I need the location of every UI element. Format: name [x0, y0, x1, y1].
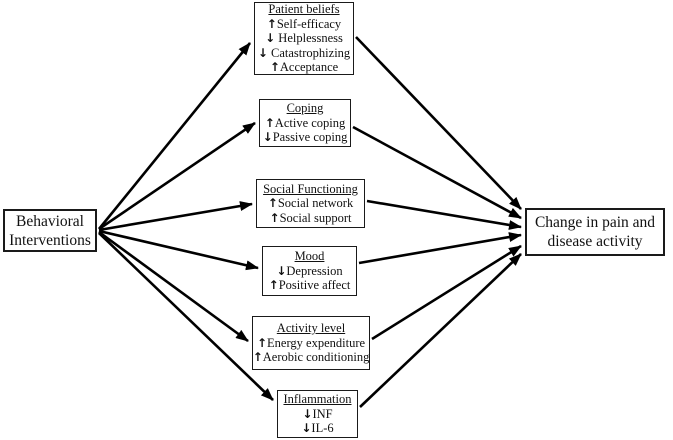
- mediator-item-label: Helplessness: [275, 31, 343, 46]
- mediator-title: Social Functioning: [263, 181, 358, 196]
- mediator-item-label: Social support: [279, 210, 352, 225]
- up-arrow-icon: ↑: [269, 210, 280, 225]
- down-arrow-icon: ↓: [262, 130, 273, 145]
- mediator-item-label: Positive affect: [278, 278, 351, 293]
- mediator-box-inflammation: Inflammation ↓INF ↓IL-6: [277, 390, 358, 438]
- mediator-item: ↓Passive coping: [263, 130, 348, 145]
- down-arrow-icon: ↓: [257, 45, 268, 60]
- mediator-box-social-functioning: Social Functioning ↑Social network ↑Soci…: [256, 179, 365, 228]
- mediator-title: Mood: [294, 249, 325, 264]
- arrow-source-to-mood: [98, 229, 259, 271]
- mediator-item-label: Active coping: [274, 115, 346, 130]
- mediator-item-label: Social network: [277, 196, 354, 211]
- mediator-box-mood: Mood ↓Depression ↑Positive affect: [262, 246, 357, 296]
- source-box-label: Behavioral Interventions: [9, 212, 91, 249]
- arrow-mood-to-outcome: [358, 232, 522, 265]
- mediator-item-label: Energy expenditure: [267, 335, 366, 350]
- up-arrow-icon: ↑: [267, 196, 278, 211]
- down-arrow-icon: ↓: [276, 263, 287, 278]
- mediator-item-label: INF: [312, 406, 333, 421]
- mediator-item: ↑Active coping: [265, 116, 346, 131]
- arrow-source-to-patient-beliefs: [97, 42, 252, 230]
- mediator-item-label: Acceptance: [279, 60, 339, 75]
- mediator-item-label: IL-6: [311, 421, 334, 436]
- mediator-item-label: Aerobic conditioning: [262, 350, 370, 365]
- mediator-item: ↑Social support: [270, 211, 352, 226]
- mediator-item: ↓INF: [302, 407, 332, 422]
- mediator-box-patient-beliefs: Patient beliefs ↑Self-efficacy ↓ Helples…: [254, 2, 354, 75]
- arrow-coping-to-outcome: [352, 125, 522, 220]
- mediator-item-label: Self-efficacy: [276, 16, 342, 31]
- mediator-title: Activity level: [276, 321, 346, 336]
- mediator-item: ↓ Helplessness: [265, 31, 343, 46]
- mediator-item-label: Passive coping: [272, 130, 348, 145]
- mediator-title: Coping: [286, 101, 324, 116]
- up-arrow-icon: ↑: [252, 350, 263, 365]
- down-arrow-icon: ↓: [265, 31, 276, 46]
- arrow-inflammation-to-outcome: [359, 253, 522, 408]
- outcome-box-label: Change in pain and disease activity: [534, 214, 656, 250]
- mediator-item: ↑Acceptance: [270, 60, 338, 75]
- mediator-item-label: Depression: [286, 263, 343, 278]
- mediator-item: ↓ Catastrophizing: [258, 46, 350, 61]
- mediator-item: ↓Depression: [276, 264, 342, 279]
- arrow-social-to-outcome: [366, 199, 522, 230]
- mediator-title: Inflammation: [283, 392, 352, 407]
- arrow-source-to-social: [98, 201, 253, 232]
- mediator-title: Patient beliefs: [268, 2, 340, 17]
- mediator-item: ↑Positive affect: [269, 278, 351, 293]
- down-arrow-icon: ↓: [302, 406, 313, 421]
- down-arrow-icon: ↓: [301, 421, 312, 436]
- mediator-item: ↑Aerobic conditioning: [253, 350, 370, 365]
- up-arrow-icon: ↑: [268, 278, 279, 293]
- arrow-source-to-activity: [98, 230, 249, 343]
- up-arrow-icon: ↑: [266, 16, 277, 31]
- mediator-box-activity-level: Activity level ↑Energy expenditure ↑Aero…: [252, 316, 370, 370]
- mediator-item: ↓IL-6: [301, 421, 333, 436]
- source-box-behavioral-interventions: Behavioral Interventions: [3, 209, 97, 252]
- mediator-item: ↑Self-efficacy: [267, 17, 341, 32]
- arrow-source-to-coping: [98, 121, 256, 231]
- arrow-patient-beliefs-to-outcome: [355, 36, 522, 210]
- up-arrow-icon: ↑: [269, 60, 280, 75]
- mediator-box-coping: Coping ↑Active coping ↓Passive coping: [259, 99, 351, 147]
- outcome-box-change-in-pain: Change in pain and disease activity: [525, 208, 665, 256]
- mediator-item: ↑Energy expenditure: [257, 336, 365, 351]
- up-arrow-icon: ↑: [256, 335, 268, 350]
- mediator-item-label: Catastrophizing: [267, 45, 351, 60]
- mediator-item: ↑Social network: [268, 196, 353, 211]
- up-arrow-icon: ↑: [264, 115, 275, 130]
- arrow-activity-to-outcome: [371, 244, 522, 341]
- arrow-source-to-inflammation: [98, 232, 274, 401]
